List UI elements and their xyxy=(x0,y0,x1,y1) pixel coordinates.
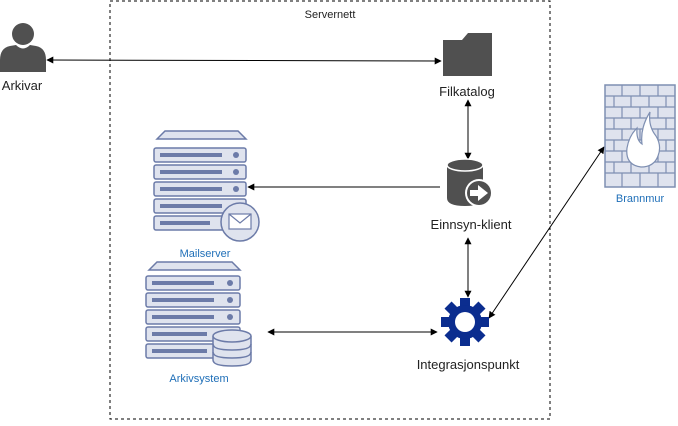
node-label-mailserver: Mailserver xyxy=(179,248,231,260)
zone-label-servernett: Servernett xyxy=(304,9,356,21)
edges xyxy=(46,56,605,336)
firewall-icon xyxy=(604,84,676,188)
user-icon xyxy=(0,23,46,72)
node-label-arkivsystem: Arkivsystem xyxy=(169,373,229,385)
edge-integrasjon-brannmur xyxy=(488,146,605,319)
flame-icon xyxy=(626,111,661,168)
database-icon xyxy=(212,329,252,367)
node-label-arkivar: Arkivar xyxy=(1,78,43,93)
node-label-integrasjonspunkt: Integrasjonspunkt xyxy=(416,357,520,372)
folder-icon xyxy=(443,33,492,76)
node-label-einnsyn: Einnsyn-klient xyxy=(430,217,512,232)
edge-arkivar-filkatalog xyxy=(46,56,442,65)
node-label-brannmur: Brannmur xyxy=(615,193,665,205)
mail-server-icon xyxy=(153,130,260,242)
gear-icon xyxy=(441,298,489,346)
node-label-filkatalog: Filkatalog xyxy=(439,84,495,99)
database-export-icon xyxy=(446,158,493,207)
database-server-icon xyxy=(145,261,252,367)
